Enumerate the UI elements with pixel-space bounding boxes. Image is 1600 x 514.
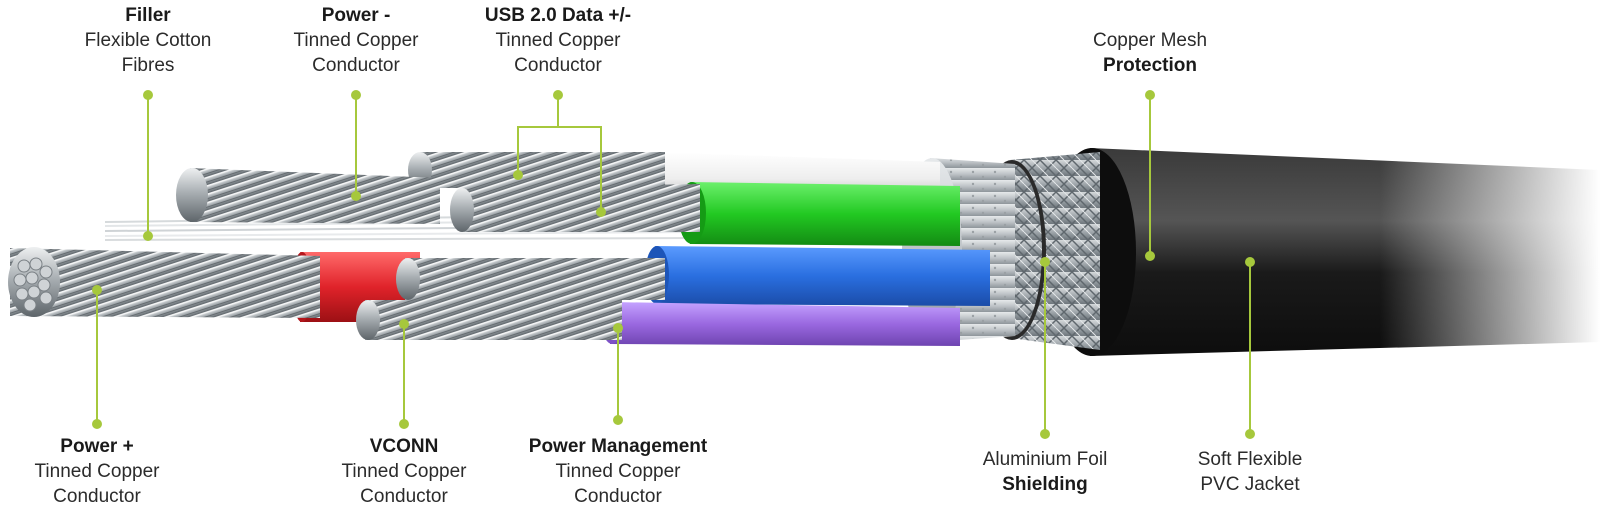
label-power-minus-line1: Tinned Copper	[293, 30, 419, 51]
leader-aluminium-foil	[1040, 257, 1050, 439]
label-power-management-line2: Conductor	[574, 486, 662, 507]
label-aluminium-foil-title: Shielding	[1002, 474, 1088, 495]
label-usb-data-line1: Tinned Copper	[495, 30, 621, 51]
label-filler-line1: Flexible Cotton	[84, 30, 212, 51]
label-filler-line2: Fibres	[121, 55, 175, 76]
label-copper-mesh: Copper Mesh Protection	[1070, 28, 1230, 78]
label-power-management-line1: Tinned Copper	[555, 461, 681, 482]
label-vconn-line2: Conductor	[360, 486, 448, 507]
label-vconn-title: VCONN	[369, 436, 439, 457]
label-vconn: VCONN Tinned Copper Conductor	[324, 434, 484, 509]
label-power-plus-line2: Conductor	[53, 486, 141, 507]
label-power-minus: Power - Tinned Copper Conductor	[276, 3, 436, 78]
leader-filler	[143, 90, 153, 241]
wire-power-minus	[176, 168, 440, 224]
label-power-minus-line2: Conductor	[312, 55, 400, 76]
label-power-plus: Power + Tinned Copper Conductor	[17, 434, 177, 509]
leader-power-minus	[351, 90, 361, 201]
label-usb-data-title: USB 2.0 Data +/-	[484, 5, 632, 26]
pvc-jacket	[1048, 140, 1600, 370]
wire-purple	[356, 300, 960, 346]
label-pvc-jacket-line2: PVC Jacket	[1200, 474, 1300, 495]
leader-copper-mesh	[1145, 90, 1155, 261]
label-pvc-jacket: Soft Flexible PVC Jacket	[1170, 447, 1330, 497]
leader-power-plus	[92, 285, 102, 429]
label-pvc-jacket-line1: Soft Flexible	[1197, 449, 1303, 470]
leader-power-management	[613, 323, 623, 425]
wire-blue	[396, 246, 990, 306]
leader-vconn	[399, 319, 409, 429]
leader-lines	[92, 90, 1255, 439]
label-filler-title: Filler	[125, 5, 171, 26]
label-power-management-title: Power Management	[528, 436, 708, 457]
label-aluminium-foil-line1: Aluminium Foil	[982, 449, 1108, 470]
leader-usb-data	[513, 90, 606, 217]
label-power-management: Power Management Tinned Copper Conductor	[508, 434, 728, 509]
label-usb-data: USB 2.0 Data +/- Tinned Copper Conductor	[468, 3, 648, 78]
leader-pvc-jacket	[1245, 257, 1255, 439]
label-power-plus-title: Power +	[60, 436, 134, 457]
label-usb-data-line2: Conductor	[514, 55, 602, 76]
label-copper-mesh-title: Protection	[1103, 55, 1197, 76]
label-power-minus-title: Power -	[321, 5, 391, 26]
label-aluminium-foil: Aluminium Foil Shielding	[960, 447, 1130, 497]
wire-power-plus	[8, 247, 320, 318]
label-copper-mesh-line1: Copper Mesh	[1092, 30, 1208, 51]
label-vconn-line1: Tinned Copper	[341, 461, 467, 482]
label-filler: Filler Flexible Cotton Fibres	[68, 3, 228, 78]
label-power-plus-line1: Tinned Copper	[34, 461, 160, 482]
wire-green	[450, 182, 960, 246]
